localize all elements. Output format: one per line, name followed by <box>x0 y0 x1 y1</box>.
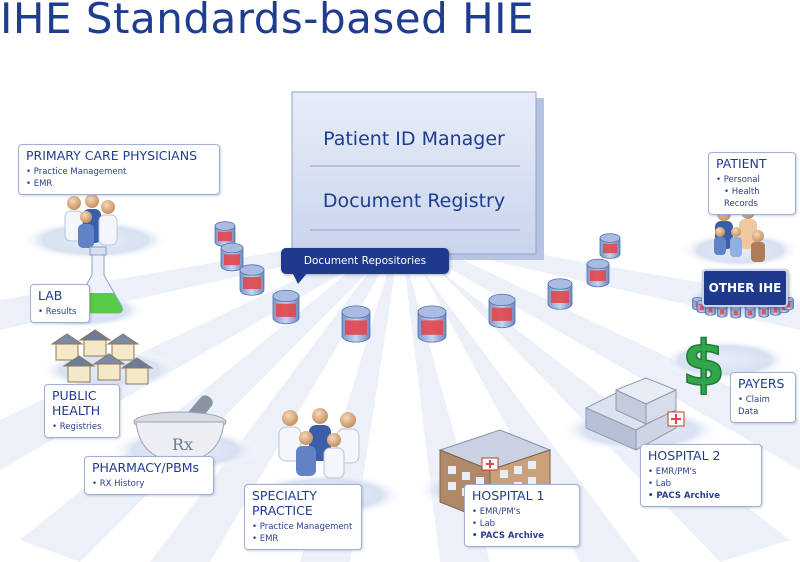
other-ihe-badge: OTHER IHE <box>702 269 788 307</box>
node-item: Results <box>38 306 82 318</box>
dollar-glyph: $ <box>682 327 725 400</box>
database-icon <box>488 293 516 329</box>
node-item: EMR/PM's <box>472 506 572 518</box>
hospital-2-box: HOSPITAL 2 EMR/PM'sLabPACS Archive <box>640 444 762 507</box>
mortar-pestle-icon: Rx <box>133 395 227 463</box>
page-title: IHE Standards-based HIE <box>0 0 535 43</box>
patient-id-manager-label: Patient ID Manager <box>323 128 505 150</box>
node-heading: PATIENT <box>716 156 767 171</box>
hospital-building-icon <box>584 377 685 451</box>
database-icon <box>547 278 573 310</box>
payers-box: PAYERS Claim Data <box>730 372 796 423</box>
database-icon <box>417 305 447 343</box>
specialty-practice-box: SPECIALTY PRACTICE Practice ManagementEM… <box>244 484 362 550</box>
lab-box: LAB Results <box>30 284 90 323</box>
database-icon <box>586 258 610 288</box>
node-item-continued: Health Records <box>716 186 788 210</box>
patient-box: PATIENT PersonalHealth Records <box>708 152 796 215</box>
database-icon <box>220 242 244 272</box>
node-heading: HEALTH <box>52 403 101 418</box>
database-icon <box>214 221 236 247</box>
node-heading: SPECIALTY <box>252 488 317 503</box>
document-repositories-callout: Document Repositories <box>281 248 449 274</box>
dollar-icon: $ <box>681 326 726 401</box>
node-heading: PUBLIC <box>52 388 97 403</box>
registry-panel <box>291 91 544 260</box>
node-item: PACS Archive <box>648 490 754 502</box>
rx-glyph: Rx <box>172 435 193 454</box>
database-icon <box>341 305 371 343</box>
node-item: EMR <box>252 533 354 545</box>
node-item: Claim Data <box>738 394 788 418</box>
node-heading: PRIMARY CARE PHYSICIANS <box>26 148 198 163</box>
node-heading: LAB <box>38 288 63 303</box>
node-item: EMR <box>26 178 212 190</box>
node-heading: PRACTICE <box>252 503 313 518</box>
database-icon <box>239 264 265 296</box>
node-item: EMR/PM's <box>648 466 754 478</box>
public-health-box: PUBLIC HEALTH Registries <box>44 384 120 438</box>
node-item: Lab <box>648 478 754 490</box>
node-item: Registries <box>52 421 112 433</box>
database-icon <box>272 289 300 325</box>
pharmacy-box: PHARMACY/PBMs RX History <box>84 456 214 495</box>
node-heading: HOSPITAL 2 <box>648 448 721 463</box>
database-icon <box>744 305 756 319</box>
hospital-1-box: HOSPITAL 1 EMR/PM'sLabPACS Archive <box>464 484 580 547</box>
node-heading: PAYERS <box>738 376 785 391</box>
node-item: Practice Management <box>252 521 354 533</box>
people-icon <box>278 408 360 479</box>
document-registry-label: Document Registry <box>322 190 506 212</box>
node-item: Lab <box>472 518 572 530</box>
radiating-rays <box>0 230 800 562</box>
node-item: Personal <box>716 174 788 186</box>
node-item: PACS Archive <box>472 530 572 542</box>
callout-tail <box>292 272 308 284</box>
database-icon <box>730 305 742 319</box>
node-heading: HOSPITAL 1 <box>472 488 545 503</box>
node-item: Practice Management <box>26 166 212 178</box>
node-heading: PHARMACY/PBMs <box>92 460 200 475</box>
node-item: RX History <box>92 478 206 490</box>
database-icon <box>599 233 621 259</box>
people-icon <box>64 194 118 248</box>
document-repositories <box>214 221 621 343</box>
primary-care-box: PRIMARY CARE PHYSICIANS Practice Managem… <box>18 144 220 195</box>
houses-icon <box>50 329 154 385</box>
